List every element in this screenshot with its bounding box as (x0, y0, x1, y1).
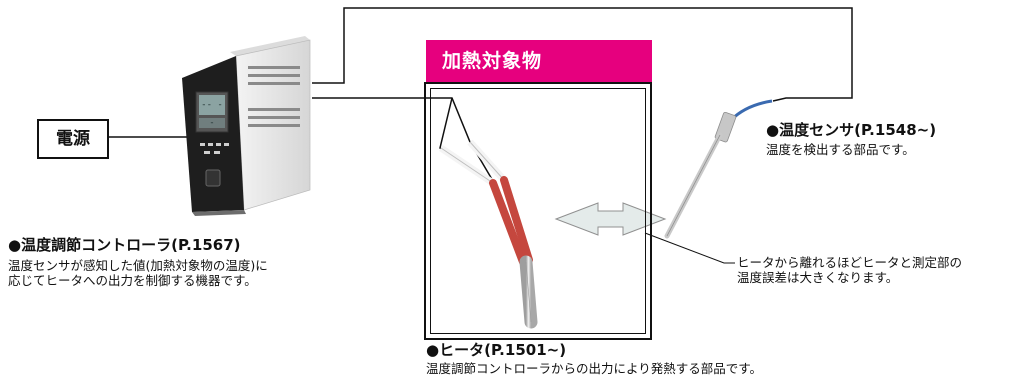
heater-wire-1 (312, 97, 494, 182)
sensor-illustration (664, 99, 773, 239)
controller-desc-line1: 温度センサが感知した値(加熱対象物の温度)に (8, 258, 268, 273)
heater-title: ●ヒータ(P.1501~) (426, 341, 567, 359)
heated-object-frame-outer (424, 82, 652, 340)
distance-note: ヒータから離れるほどヒータと測定部の 温度誤差は大きくなります。 (737, 255, 962, 285)
sensor-caption: ●温度センサ(P.1548~) 温度を検出する部品です。 (766, 119, 936, 157)
heated-object-header: 加熱対象物 (426, 40, 652, 82)
heated-object-label: 加熱対象物 (442, 50, 543, 72)
sensor-title: ●温度センサ(P.1548~) (766, 121, 937, 139)
power-label: 電源 (56, 129, 90, 149)
distance-double-arrow (554, 202, 667, 236)
controller-device (182, 36, 311, 216)
heated-object-frame-inner (430, 88, 646, 334)
power-source-box: 電源 (37, 119, 109, 159)
controller-title: ●温度調節コントローラ(P.1567) (8, 236, 241, 254)
heater-desc: 温度調節コントローラからの出力により発熱する部品です。 (426, 361, 763, 376)
controller-display: -- -- (201, 100, 223, 128)
heater-illustration (439, 139, 538, 329)
note-line1: ヒータから離れるほどヒータと測定部の (737, 255, 963, 270)
controller-desc-line2: 応じてヒータへの出力を制御する機器です。 (8, 273, 257, 288)
heater-caption: ●ヒータ(P.1501~) 温度調節コントローラからの出力により発熱する部品です… (426, 339, 762, 376)
note-line2: 温度誤差は大きくなります。 (737, 270, 899, 285)
controller-caption: ●温度調節コントローラ(P.1567) 温度センサが感知した値(加熱対象物の温度… (8, 234, 268, 288)
sensor-desc: 温度を検出する部品です。 (766, 142, 915, 157)
note-leader-line (644, 232, 735, 264)
sensor-wire (312, 7, 853, 102)
